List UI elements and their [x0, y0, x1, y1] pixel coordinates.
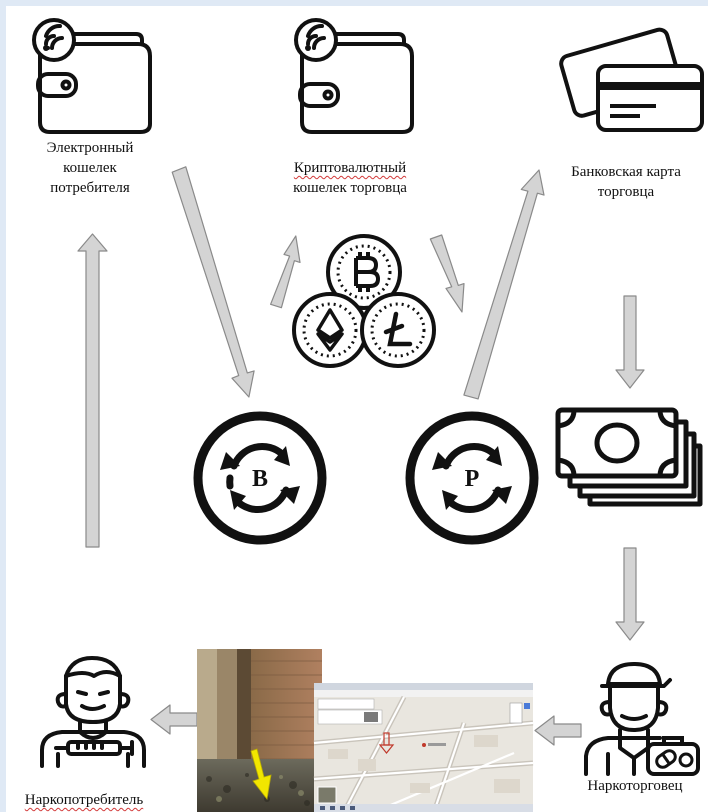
- litecoin-icon: [383, 311, 413, 347]
- exchange-cycle-icon: [405, 411, 539, 545]
- consumer-wallet-label-line-3: потребителя: [50, 180, 130, 196]
- drug-consumer-label: Наркопотребитель: [6, 790, 162, 810]
- drug-dealer-label: Наркоторговец: [562, 776, 708, 796]
- drug-dealer-label-text: Наркоторговец: [587, 778, 683, 794]
- bank-card-label-line-2: торговца: [597, 184, 655, 200]
- arrow-cash-to-dealer: [615, 547, 645, 641]
- diagram-canvas: Электронный кошелек потребителя Криптова…: [6, 6, 708, 812]
- consumer-wallet-label-line-1: Электронный: [46, 140, 134, 156]
- dealer-icon: [584, 662, 700, 776]
- ethereum-icon: [316, 308, 344, 352]
- wallet-icon: [294, 18, 414, 134]
- arrow-consumer-to-wallet: [77, 233, 108, 548]
- arrow-exchanger-p-to-card: [463, 169, 545, 400]
- arrow-photo-to-consumer: [150, 704, 198, 735]
- crypto-wallet-label: Криптовалютный кошелек торговца: [270, 158, 430, 198]
- arrow-card-to-cash: [615, 295, 645, 389]
- crypto-wallet-label-line-2: кошелек торговца: [293, 180, 407, 196]
- arrow-dealer-to-map: [534, 715, 582, 746]
- credit-cards-icon: [559, 27, 704, 132]
- arrow-wallet-to-exchanger-b: [171, 166, 255, 398]
- stash-photo: [197, 649, 322, 812]
- arrow-crypto-to-exchanger-p: [429, 234, 465, 313]
- bank-card-label-line-1: Банковская карта: [571, 164, 681, 180]
- crypto-coins-icon: [292, 234, 436, 368]
- bank-card-label: Банковская карта торговца: [546, 162, 706, 202]
- arrow-exchanger-b-to-crypto: [270, 235, 301, 309]
- map-marker-icon: [378, 732, 395, 754]
- crypto-wallet-label-line-1: Криптовалютный: [293, 160, 407, 176]
- exchanger-b-letter: B: [251, 466, 268, 492]
- flow-arrows: [77, 166, 645, 746]
- bitcoin-icon: [354, 252, 381, 292]
- wallet-icon: [32, 18, 152, 134]
- exchanger-p-letter: P: [464, 466, 480, 492]
- banknotes-icon: [555, 407, 703, 507]
- drug-consumer-label-text: Наркопотребитель: [24, 792, 144, 808]
- map-screenshot: [313, 683, 534, 812]
- exchange-cycle-icon: [193, 411, 327, 545]
- consumer-icon: [40, 656, 146, 768]
- consumer-wallet-label-line-2: кошелек: [63, 160, 117, 176]
- consumer-wallet-label: Электронный кошелек потребителя: [20, 138, 160, 198]
